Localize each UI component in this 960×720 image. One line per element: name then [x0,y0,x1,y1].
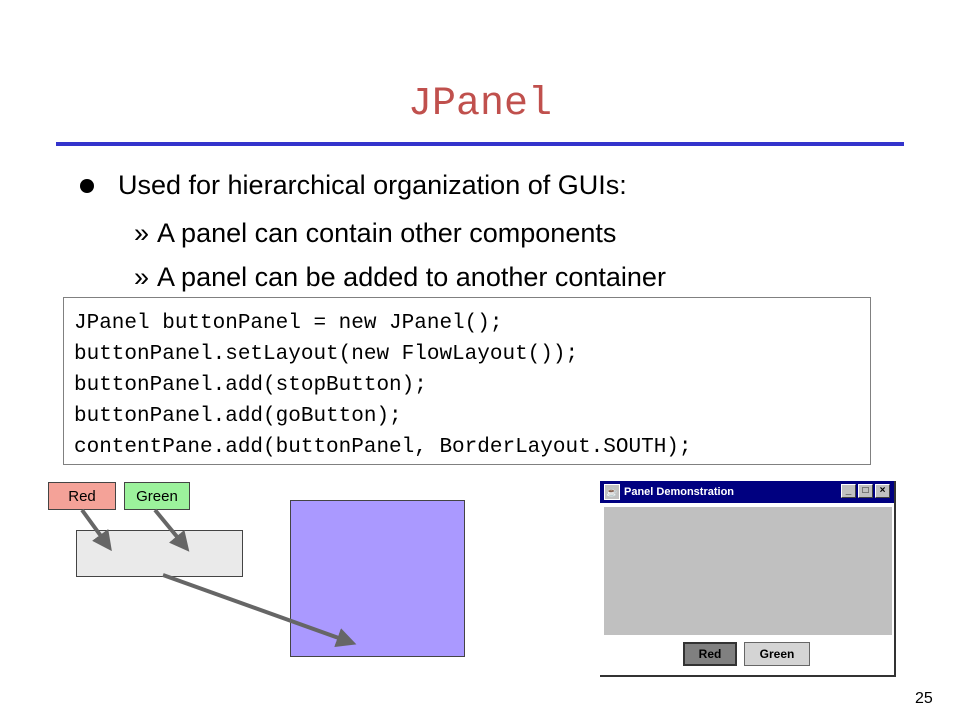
window-controls: _ □ × [841,484,890,498]
window-content-area [604,507,892,635]
diagram-red-button: Red [48,482,116,510]
code-block: JPanel buttonPanel = new JPanel(); button… [63,297,871,465]
app-icon: ☕ [604,484,620,500]
window-title: Panel Demonstration [624,486,735,498]
bullet-dot-icon [80,178,94,193]
arrow-panel-to-pane [162,573,357,648]
maximize-icon[interactable]: □ [858,484,873,498]
subbullet-mark-icon: » [134,218,150,248]
code-line: contentPane.add(buttonPanel, BorderLayou… [74,436,692,459]
bullet-text: Used for hierarchical organization of GU… [118,170,627,200]
code-line: buttonPanel.add(stopButton); [74,374,427,397]
arrow-green-to-panel [153,508,190,552]
subbullet-mark-icon: » [134,262,150,292]
red-button[interactable]: Red [683,642,737,666]
close-icon[interactable]: × [875,484,890,498]
slide-title: JPanel [407,82,553,127]
title-underline [56,142,904,146]
subbullet-item: »A panel can contain other components [134,218,616,249]
demo-window: ☕ Panel Demonstration _ □ × Red Green [600,481,896,677]
window-title-bar: ☕ Panel Demonstration _ □ × [600,481,894,503]
green-button[interactable]: Green [744,642,810,666]
page-number: 25 [915,690,933,707]
bullet-item: Used for hierarchical organization of GU… [80,170,627,201]
code-line: JPanel buttonPanel = new JPanel(); [74,312,503,335]
subbullet-text: A panel can be added to another containe… [157,262,666,292]
code-line: buttonPanel.add(goButton); [74,405,402,428]
arrow-red-to-panel [80,508,112,552]
minimize-icon[interactable]: _ [841,484,856,498]
subbullet-item: »A panel can be added to another contain… [134,262,666,293]
code-line: buttonPanel.setLayout(new FlowLayout()); [74,343,579,366]
subbullet-text: A panel can contain other components [157,218,617,248]
